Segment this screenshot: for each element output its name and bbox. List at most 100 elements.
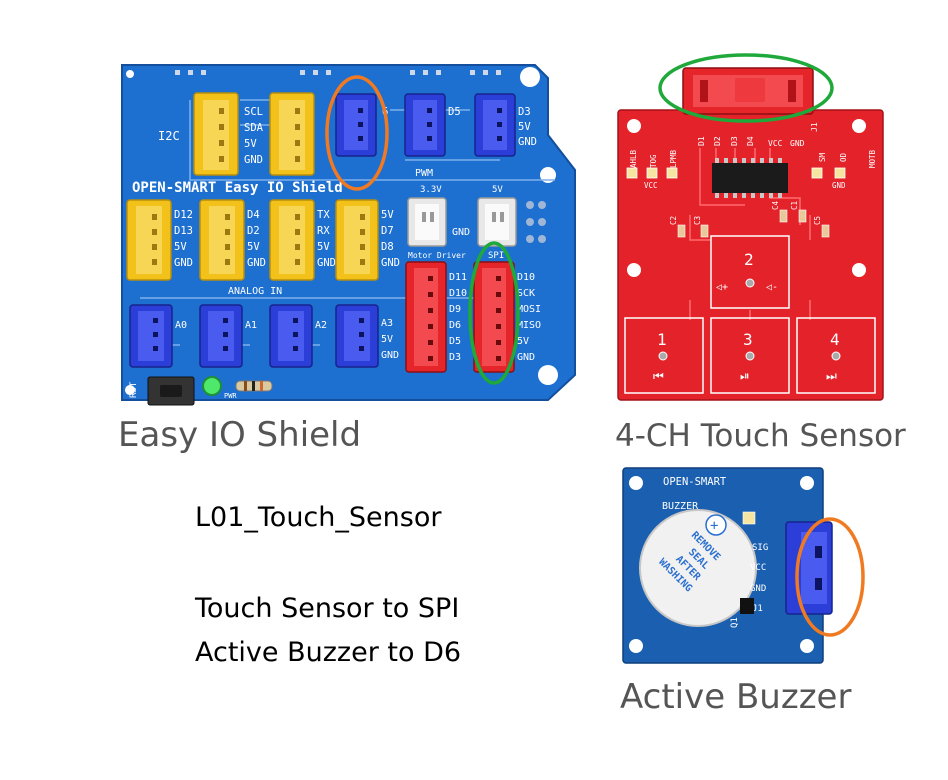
touch-right-label: OD: [839, 152, 848, 162]
pin-label: GND: [381, 257, 400, 269]
pin-label: D4: [247, 209, 260, 221]
mount-hole-icon: [627, 263, 641, 277]
pin-label: D8: [381, 241, 394, 253]
reset-button: [148, 377, 194, 405]
resistor-icon: [236, 381, 272, 391]
touch-left-label: VCC: [644, 181, 658, 190]
buzzer-caption: Active Buzzer: [620, 677, 851, 717]
power-connector-3v3: [408, 198, 446, 246]
j1-label: J1: [810, 122, 819, 132]
buzzer-element: + REMOVE SEAL AFTER WASHING: [640, 510, 756, 626]
analog-connector-a1: [200, 305, 242, 367]
a3-pin-label: GND: [381, 350, 399, 361]
digital-connector-tx-rx: [270, 200, 314, 280]
cap-label: C1: [790, 201, 799, 210]
i2c-pin-label: GND: [244, 154, 263, 166]
shield-caption: Easy IO Shield: [118, 415, 361, 455]
pin-label: GND: [174, 257, 193, 269]
i2c-label: I2C: [158, 129, 180, 143]
touch-sensor-caption: 4-CH Touch Sensor: [615, 418, 906, 454]
spi-pin-label: D10: [517, 272, 535, 283]
v33-label: 3.3V: [420, 185, 442, 195]
a3-pin-label: 5V: [381, 334, 393, 345]
buzzer-pin-label: VCC: [750, 563, 766, 573]
header-pin-label: D4: [746, 136, 755, 146]
buzzer-q1-label: Q1: [730, 617, 740, 628]
mount-hole-icon: [629, 476, 643, 490]
digital-connector-d4-d2: [200, 200, 244, 280]
pin-label: GND: [247, 257, 266, 269]
pad-number: 2: [744, 250, 754, 269]
pin-label: RX: [317, 225, 330, 237]
header-pin-label: D3: [730, 136, 739, 146]
buzzer-pin-label: GND: [750, 584, 766, 594]
header-pin-label: GND: [790, 139, 805, 148]
touch-right-label: MOTB: [868, 149, 877, 168]
buzzer-connector: [786, 522, 832, 614]
touch-header-connector: [683, 68, 813, 114]
pad-number: 3: [743, 330, 753, 349]
spi-label: SPI: [488, 251, 504, 261]
v5-label: 5V: [492, 185, 503, 195]
a3-pin-label: A3: [381, 318, 393, 329]
pwm-connector-d3: [475, 94, 515, 156]
analog-in-label: ANALOG IN: [228, 286, 282, 297]
pwm-label: PWM: [415, 168, 433, 179]
spi-pin-label: MOSI: [517, 304, 541, 315]
i2c-connector-2: [270, 93, 314, 175]
pad-number: 1: [657, 330, 667, 349]
header-pin-label: D2: [713, 136, 722, 146]
pwm-d3-label: 5V: [518, 121, 531, 133]
spi-pin-label: SCK: [517, 288, 535, 299]
analog-connector-a2: [270, 305, 312, 367]
touch-ic-chip: [712, 158, 788, 198]
pwr-label: PWR: [224, 392, 237, 400]
cap-label: C3: [693, 216, 702, 225]
touch-left-label: AHLB: [629, 149, 638, 168]
pin-label: 5V: [247, 241, 260, 253]
cap-label: C2: [669, 216, 678, 225]
pin-label: 5V: [317, 241, 330, 253]
motor-pin-label: D3: [449, 352, 461, 363]
digital-connector-d12-d13: [127, 200, 171, 280]
i2c-connector-1: [194, 93, 238, 175]
spi-connector: [474, 262, 514, 372]
touch-left-label: TOG: [649, 154, 658, 168]
mount-hole-icon: [538, 365, 558, 385]
pwm-connector-d6: [336, 94, 376, 156]
vol-down-icon: ◁-: [766, 282, 778, 293]
mount-hole-icon: [627, 119, 641, 133]
power-led-icon: [203, 377, 221, 395]
pwm-d3-label: GND: [518, 136, 537, 148]
mount-hole-icon: [520, 67, 540, 87]
pin-label: TX: [317, 209, 330, 221]
header-pin-label: D1: [697, 136, 706, 146]
analog-label: A0: [175, 320, 187, 331]
pin-label: GND: [317, 257, 336, 269]
buzzer-brand: OPEN-SMART: [663, 476, 727, 488]
shield-title: OPEN-SMART Easy IO Shield: [132, 180, 343, 196]
pwm-connector-d5: [405, 94, 445, 156]
motor-pin-label: D10: [449, 288, 467, 299]
wiring-note-2: Active Buzzer to D6: [195, 637, 461, 668]
prev-track-icon: ⏮: [653, 369, 664, 383]
pin-label: 5V: [174, 241, 187, 253]
motor-driver-label: Motor Driver: [408, 251, 466, 260]
pwm-d3-label: D3: [518, 106, 531, 118]
motor-driver-connector: [406, 262, 446, 372]
analog-connector-a0: [130, 305, 172, 367]
mount-hole-icon: [852, 119, 866, 133]
pin-label: 5V: [381, 209, 394, 221]
i2c-pin-label: 5V: [244, 138, 257, 150]
mount-hole-icon: [852, 263, 866, 277]
touch-left-label: LPMB: [669, 149, 678, 168]
plus-icon: +: [710, 518, 718, 534]
rst-label: RST: [129, 381, 139, 398]
analog-label: A2: [315, 320, 327, 331]
pin-label: D2: [247, 225, 260, 237]
mount-hole-icon: [800, 639, 814, 653]
vol-up-icon: ◁+: [716, 282, 728, 293]
cap-label: C4: [771, 200, 780, 210]
play-pause-icon: ⏯: [740, 369, 750, 383]
